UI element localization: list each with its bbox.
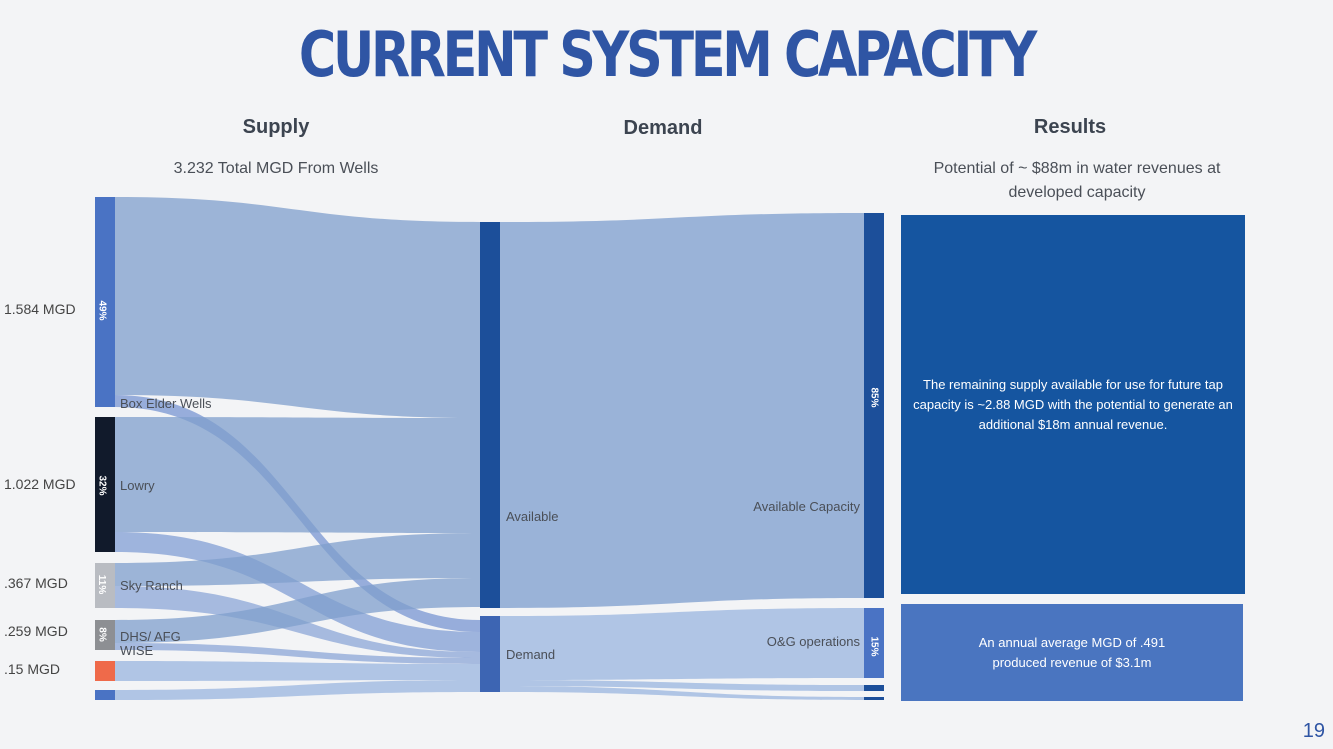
result-text-available: The remaining supply available for use f… — [913, 376, 1233, 432]
flow-wise-demand — [115, 661, 480, 681]
flow-demand-og-small1 — [500, 680, 864, 691]
node-dhs-afg — [95, 620, 115, 650]
node-sky-ranch — [95, 563, 115, 608]
flow-boxelder-available — [115, 197, 480, 418]
node-lowry — [95, 417, 115, 552]
flow-dhs-demand — [115, 643, 480, 664]
supply-heading: Supply — [242, 116, 310, 138]
flow-demand-og — [500, 608, 864, 680]
label-dhs: DHS/ AFG WISE — [120, 629, 181, 658]
node-other — [95, 690, 115, 700]
label-sky-ranch: Sky Ranch — [120, 578, 183, 593]
pct-lowry: 32% — [96, 475, 108, 496]
node-og-small2 — [864, 697, 884, 700]
label-lowry: Lowry — [120, 478, 155, 493]
node-wise — [95, 661, 115, 681]
page-number: 19 — [1302, 720, 1325, 742]
demand-heading: Demand — [623, 117, 703, 139]
flow-lowry-available — [115, 417, 480, 533]
flow-demand-og-small2 — [500, 686, 864, 700]
supply-subheading: 3.232 Total MGD From Wells — [173, 160, 379, 177]
pct-dhs: 8% — [96, 627, 108, 642]
mgd-wise: .15 MGD — [4, 661, 61, 677]
page-title: CURRENT SYSTEM CAPACITY — [298, 18, 1037, 91]
mgd-sky-ranch: .367 MGD — [4, 575, 68, 591]
mgd-box-elder: 1.584 MGD — [4, 301, 76, 317]
flow-available-capacity — [500, 213, 864, 608]
result-text-produced: An annual average MGD of .491 produced r… — [978, 634, 1166, 670]
label-available-capacity: Available Capacity — [753, 499, 860, 514]
mgd-dhs: .259 MGD — [4, 623, 68, 639]
label-demand: Demand — [506, 647, 556, 662]
flow-dhs-available — [115, 578, 480, 643]
results-subheading: Potential of ~ $88m in water revenues at… — [933, 160, 1221, 201]
pct-og-operations: 15% — [868, 636, 880, 657]
node-available — [480, 222, 500, 608]
flow-skyranch-available — [115, 533, 480, 586]
pct-available-capacity: 85% — [868, 387, 880, 408]
result-box-produced: An annual average MGD of .491 produced r… — [901, 604, 1243, 701]
node-og-operations — [864, 608, 884, 678]
label-available: Available — [506, 509, 559, 524]
result-box-available: The remaining supply available for use f… — [901, 215, 1245, 594]
mgd-lowry: 1.022 MGD — [4, 476, 76, 492]
node-demand — [480, 616, 500, 692]
pct-sky-ranch: 11% — [96, 574, 108, 595]
pct-box-elder: 49% — [96, 300, 108, 321]
label-og-operations: O&G operations — [766, 634, 860, 649]
results-heading: Results — [1033, 116, 1107, 138]
flow-blue-demand — [115, 680, 480, 700]
node-og-small1 — [864, 685, 884, 691]
node-box-elder-wells — [95, 197, 115, 407]
node-available-capacity — [864, 213, 884, 598]
label-box-elder: Box Elder Wells — [120, 396, 212, 411]
